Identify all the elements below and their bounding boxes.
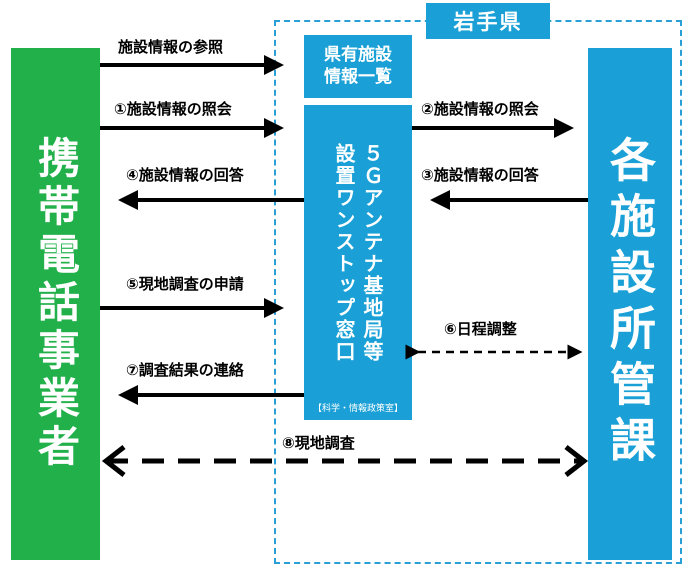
label-step4: ④施設情報の回答	[126, 166, 244, 184]
one-stop-window-box: ５Ｇアンテナ基地局等 設置ワンストップ窓口 【科学・情報政策室】	[304, 105, 412, 420]
operator-box: 携帯電話事業者	[11, 48, 100, 560]
label-step6: ⑥日程調整	[444, 320, 517, 338]
facility-box: 各施設所管課	[588, 48, 672, 560]
label-step2: ②施設情報の照会	[421, 100, 539, 118]
arrow-step8-left-head	[101, 445, 126, 477]
arrow-step8-right-head	[564, 445, 589, 477]
info-box-line1: 県有施設	[324, 45, 392, 66]
label-step8: ⑧現地調査	[282, 434, 355, 452]
label-step3: ③施設情報の回答	[421, 166, 539, 184]
label-ref: 施設情報の参照	[118, 38, 224, 56]
facility-label: 各施設所管課	[603, 136, 657, 472]
operator-label: 携帯電話事業者	[31, 136, 81, 472]
label-step1: ①施設情報の照会	[114, 100, 232, 118]
label-step7: ⑦調査結果の連絡	[126, 361, 244, 379]
label-step5: ⑤現地調査の申請	[126, 275, 244, 293]
info-box-line2: 情報一覧	[324, 66, 392, 87]
facility-info-list-box: 県有施設 情報一覧	[304, 35, 412, 98]
window-text-col2: 設置ワンストップ窓口	[332, 143, 356, 363]
window-subtitle: 【科学・情報政策室】	[312, 404, 403, 414]
prefecture-label: 岩手県	[426, 3, 550, 39]
window-text-col1: ５Ｇアンテナ基地局等	[360, 143, 384, 363]
